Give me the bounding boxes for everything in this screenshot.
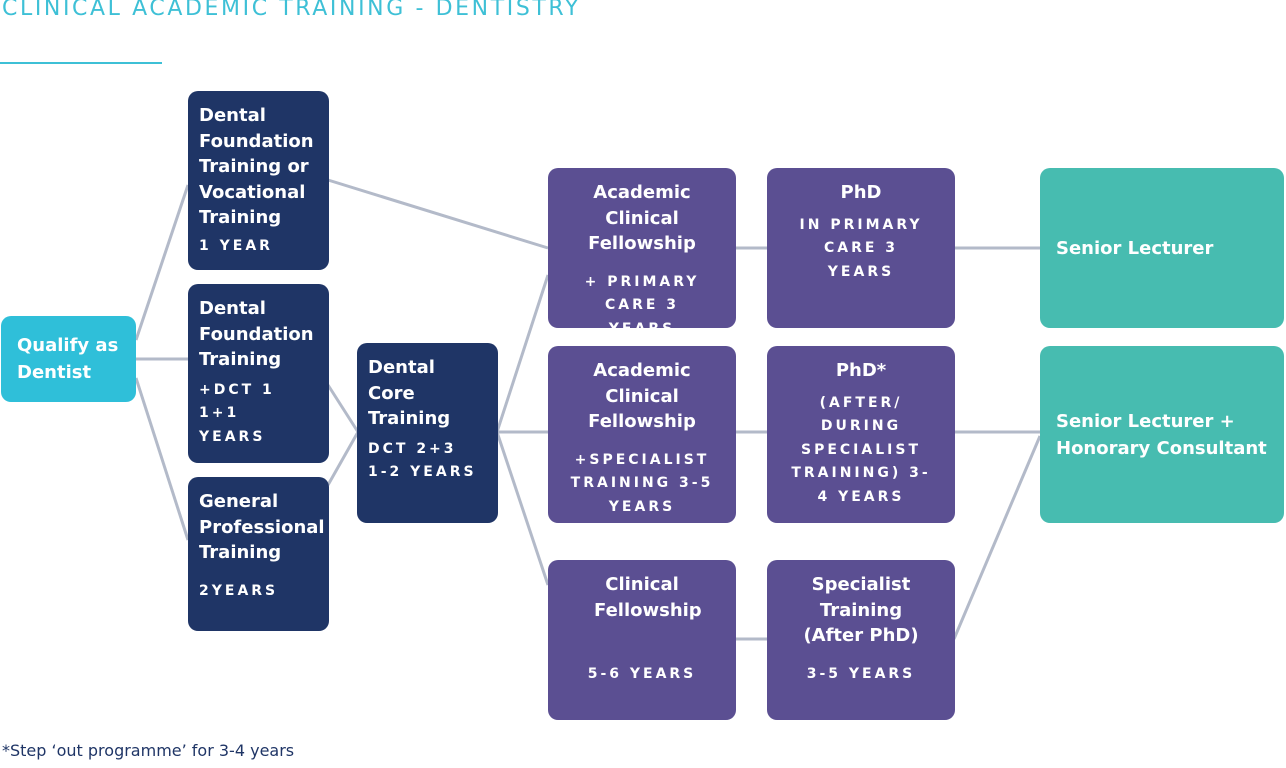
senior-lecturer-label: Senior Lecturer (1056, 237, 1214, 259)
footnote: *Step ‘out programme’ for 3-4 years (2, 741, 295, 760)
title-underline (0, 62, 162, 64)
box-duration: 5-6 YEARS (587, 666, 697, 682)
box-title: Academic Clinical Fellowship (588, 360, 696, 432)
box-title: Academic Clinical Fellowship (588, 182, 696, 254)
box-duration: +DCT 1 1+1 YEARS (199, 381, 275, 445)
dental-foundation-dct-box: Dental Foundation Training +DCT 1 1+1 YE… (188, 284, 329, 463)
qualify-as-dentist-label: Qualify as Dentist (17, 335, 119, 383)
box-title: General Professional Training (199, 491, 325, 563)
box-duration: +SPECIALIST TRAINING 3-5 YEARS (570, 451, 714, 515)
box-duration: DCT 2+3 1-2 YEARS (368, 440, 477, 481)
box-title: Specialist Training (After PhD) (803, 574, 919, 646)
box-title: Dental Foundation Training or Vocational… (199, 105, 314, 228)
connector (952, 435, 1042, 640)
box-title: PhD (840, 182, 882, 203)
connector (326, 384, 360, 433)
connector (134, 377, 190, 541)
academic-clinical-fellowship-specialist-box: Academic Clinical Fellowship +SPECIALIST… (548, 346, 736, 523)
box-title: Dental Foundation Training (199, 298, 314, 370)
box-title: Dental Core Training (368, 357, 451, 429)
connector (327, 178, 549, 250)
senior-lecturer-box: Senior Lecturer (1040, 168, 1284, 328)
senior-lecturer-consultant-box: Senior Lecturer + Honorary Consultant (1040, 346, 1284, 523)
dental-core-training-box: Dental Core Training DCT 2+3 1-2 YEARS (357, 343, 498, 523)
box-duration: (AFTER/ DURING SPECIALIST TRAINING) 3-4 … (791, 394, 931, 505)
general-professional-training-box: General Professional Training 2YEARS (188, 477, 329, 631)
connector (134, 184, 190, 341)
academic-clinical-fellowship-primary-box: Academic Clinical Fellowship + PRIMARY C… (548, 168, 736, 337)
phd-primary-care-box: PhD IN PRIMARY CARE 3 YEARS (767, 168, 955, 328)
senior-lecturer-consultant-label: Senior Lecturer + Honorary Consultant (1056, 410, 1267, 459)
box-title: Clinical Fellowship (594, 574, 702, 621)
box-duration: 2YEARS (199, 582, 279, 599)
box-duration: IN PRIMARY CARE 3 YEARS (799, 216, 923, 280)
box-duration: 1 YEAR (199, 237, 273, 254)
dental-foundation-vocational-box: Dental Foundation Training or Vocational… (188, 91, 329, 270)
box-duration: 3-5 YEARS (806, 665, 916, 682)
clinical-fellowship-box: Clinical Fellowship 5-6 YEARS (548, 560, 736, 720)
connector (326, 431, 360, 486)
qualify-as-dentist-box: Qualify as Dentist (1, 316, 136, 402)
box-title: PhD* (835, 360, 887, 381)
connector (495, 431, 550, 586)
phd-specialist-box: PhD* (AFTER/ DURING SPECIALIST TRAINING)… (767, 346, 955, 523)
connector (495, 274, 550, 433)
specialist-training-after-phd-box: Specialist Training (After PhD) 3-5 YEAR… (767, 560, 955, 720)
box-duration: + PRIMARY CARE 3 YEARS (584, 273, 700, 337)
page-title: CLINICAL ACADEMIC TRAINING - DENTISTRY (2, 0, 581, 21)
